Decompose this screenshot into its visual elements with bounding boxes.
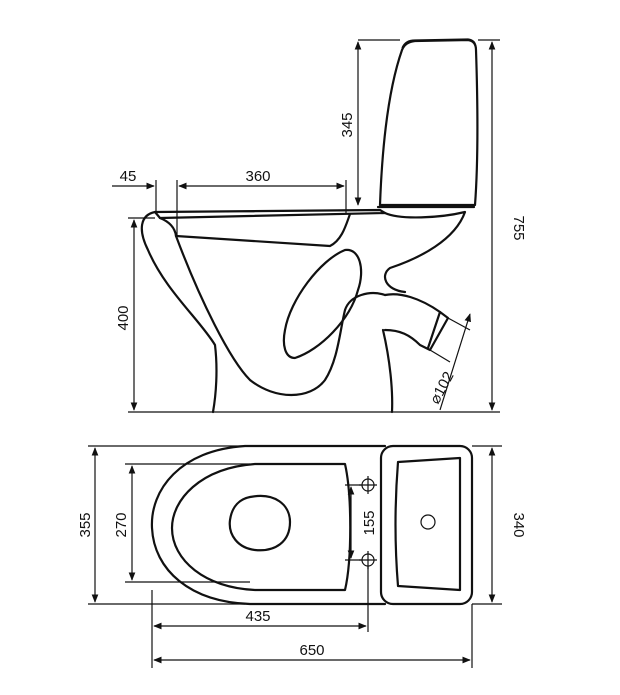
inner-rim bbox=[158, 212, 352, 248]
dim-overall-width: 355 bbox=[77, 512, 94, 537]
tank-top-inner bbox=[394, 456, 462, 592]
tank-top-outer bbox=[379, 444, 474, 606]
dim-total-height: 755 bbox=[510, 215, 527, 240]
top-view: 355 270 155 340 435 650 bbox=[77, 444, 527, 668]
dim-bowl-length: 435 bbox=[245, 608, 270, 625]
trapway-inner bbox=[282, 248, 363, 360]
dim-mount-spacing: 155 bbox=[361, 510, 378, 535]
dim-102-line bbox=[439, 313, 471, 411]
bowl-top-outer bbox=[150, 444, 387, 606]
cistern-outline bbox=[378, 38, 479, 207]
flush-hole bbox=[420, 514, 436, 530]
dim-seat-depth: 360 bbox=[245, 168, 270, 185]
dim-102-ext2 bbox=[429, 349, 451, 363]
bowl-top-inner bbox=[170, 462, 352, 592]
dim-seat-rim-offset: 45 bbox=[120, 168, 137, 185]
dim-tank-width: 340 bbox=[510, 512, 527, 537]
pedestal-back bbox=[383, 210, 467, 294]
dim-bowl-height: 400 bbox=[115, 305, 132, 330]
dim-tank-height: 345 bbox=[339, 112, 356, 137]
dim-outlet-diameter: ⌀102 bbox=[427, 369, 458, 407]
outlet-pipe bbox=[383, 293, 450, 352]
cistern-lid bbox=[401, 38, 477, 49]
dim-seat-width: 270 bbox=[113, 512, 130, 537]
trapway bbox=[174, 234, 387, 397]
pedestal-rear bbox=[381, 328, 394, 414]
outlet-flange bbox=[426, 310, 442, 350]
dim-overall-length: 650 bbox=[299, 642, 324, 659]
bowl-outer bbox=[140, 210, 218, 414]
dim-102-ext1 bbox=[447, 317, 471, 331]
water-spot bbox=[228, 494, 292, 552]
side-view: 345 755 400 45 360 ⌀102 bbox=[112, 38, 527, 414]
